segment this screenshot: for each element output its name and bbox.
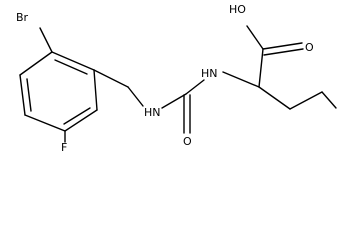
n-c-bond [161, 93, 187, 109]
o-acid-label: O [305, 41, 314, 54]
c-oh-bond [246, 25, 264, 50]
br-label: Br [16, 11, 29, 24]
f-label: F [61, 141, 67, 154]
c-n-bond [185, 79, 205, 95]
alpha-cooh-bond [258, 48, 264, 88]
c-o-acid-double-2 [263, 48, 304, 56]
nh-left-label: HN [144, 106, 161, 119]
propyl-bond-2 [289, 91, 323, 110]
oh-label: HO [229, 3, 246, 16]
br-bond [39, 27, 53, 53]
c-o-acid-double-1 [262, 42, 303, 50]
propyl-bond-3 [321, 91, 337, 109]
ch2-n-bond [127, 86, 144, 107]
benzene-ring [19, 51, 98, 132]
n-alpha-bond [222, 71, 260, 88]
nh-top-label: HN [201, 67, 218, 80]
structure-diagram: Br F HN O HN HO O [16, 3, 337, 154]
o-carbonyl-label: O [183, 135, 192, 148]
ch2-bond [93, 69, 129, 88]
propyl-bond-1 [258, 86, 291, 110]
